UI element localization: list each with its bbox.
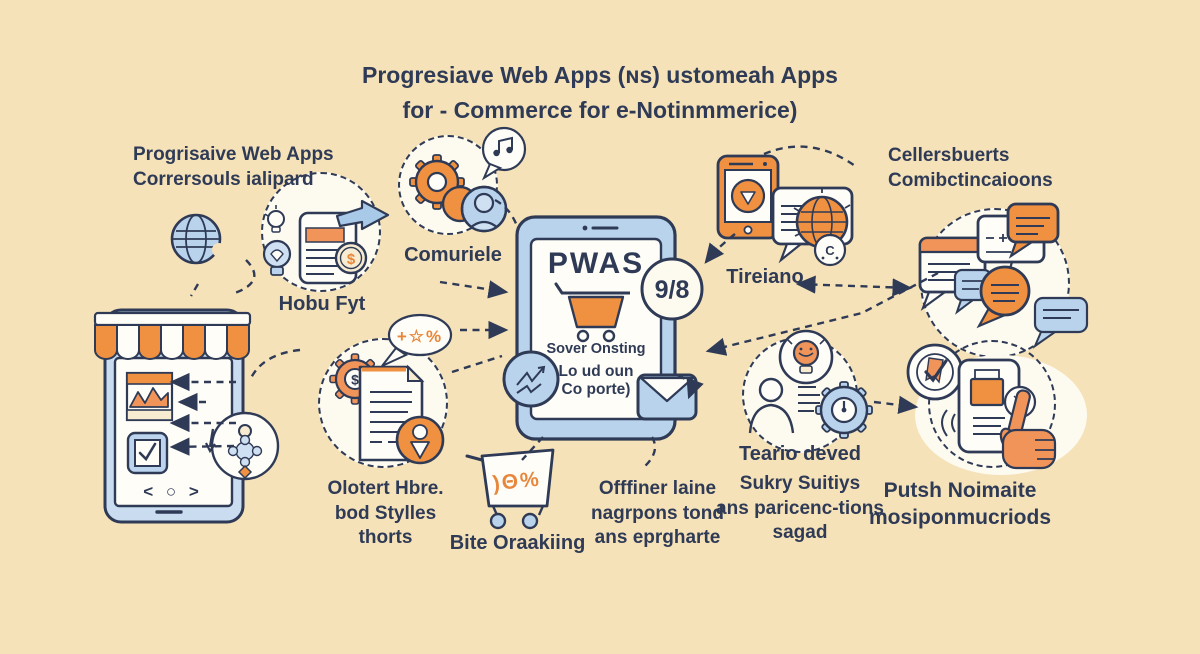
label-top-left: Progrisaive Web Apps Corrersouls ialipar… — [133, 144, 334, 190]
label-sukry: Sukry Suitiys ans paricenc-tions sagad — [716, 473, 884, 544]
svg-text:$: $ — [347, 251, 356, 268]
notification-phone-icon — [957, 358, 1021, 454]
pwa-tablet-icon: 9/8 — [502, 215, 704, 441]
gear-clock-icon — [815, 381, 873, 439]
cart-icon — [554, 282, 630, 343]
label-tireiano: Tireiano — [726, 266, 804, 288]
text-lines — [798, 386, 820, 412]
tablet-line3: Co porte) — [561, 381, 631, 398]
label-offliner: Offfiner laine nagrpons tond ans eprghar… — [591, 478, 724, 549]
download-phone-icon — [716, 154, 780, 240]
chat-bubble-blue-icon — [1032, 296, 1089, 349]
dollar-coin-icon: $ — [334, 241, 368, 275]
checkbox-icon — [126, 431, 169, 475]
phone-nav[interactable]: < ○ > — [143, 482, 203, 501]
badge-check-icon — [906, 343, 964, 401]
label-putsh: Putsh Noimaite mosiponmucriods — [868, 479, 1052, 530]
tap-hand-icon — [999, 385, 1057, 470]
globe-icon — [170, 213, 226, 265]
lightbulb-circle-icon — [778, 329, 834, 385]
idea-bulb-icon — [262, 239, 292, 276]
user-avatar-icon — [460, 185, 508, 233]
music-bubble-icon — [481, 126, 527, 181]
cart-promo-text: )Θ% — [492, 468, 542, 496]
tablet-line1: Sover Onsting — [546, 341, 646, 357]
score-badge: 9/8 — [640, 257, 704, 321]
label-bite: Bite Oraakiing — [449, 532, 586, 554]
label-top-right: Cellersbuerts Comibctincaioons — [888, 145, 1053, 191]
svg-text:C: C — [825, 243, 835, 258]
person-pin-icon — [395, 415, 445, 465]
page-title: Progresiave Web Apps (ɴs) ustomeah Apps … — [362, 62, 838, 123]
vibrate-waves-icon — [941, 409, 956, 437]
connector-globe-store — [231, 259, 256, 296]
label-hobu: Hobu Fyt — [278, 293, 366, 315]
putsh-circle — [928, 340, 1056, 468]
label-olotert: Olotert Hbre. bod Stylles thorts — [327, 478, 444, 549]
discount-cart-icon: )Θ% — [465, 448, 555, 530]
svg-text:$: $ — [351, 372, 359, 388]
chat-bubbles-icons — [918, 202, 1089, 349]
connector-awning-tick — [189, 283, 200, 297]
push-notification-icons — [906, 343, 1057, 470]
chat-bubble-orange-icon — [1006, 202, 1060, 259]
connector-comuriele-tablet — [439, 280, 509, 299]
svg-text:+☆%: +☆% — [397, 327, 443, 346]
label-comuriele: Comuriele — [404, 244, 502, 266]
promo-bubble-icon: +☆% — [381, 313, 453, 367]
teario-icons — [748, 329, 873, 439]
person-outline-icon — [748, 377, 795, 434]
tireiano-icons: C — [716, 154, 854, 267]
arrow-right-icon — [335, 199, 390, 231]
comuriele-icons — [409, 126, 527, 233]
tablet-app-title: PWAS — [547, 247, 645, 280]
globe-orange-icon — [793, 188, 851, 256]
tablet-line2: Lo ud oun — [558, 363, 634, 380]
lightbulb-icon — [264, 205, 285, 233]
hobu-icons: $ — [262, 199, 390, 285]
svg-text:9/8: 9/8 — [655, 276, 690, 304]
label-teario: Teario deved — [739, 443, 861, 465]
clock-c-icon: C — [813, 233, 847, 267]
storefront-phone-icon: < ○ > — [93, 308, 280, 524]
awning-icon — [93, 311, 252, 360]
documents-icons: +☆% $ — [329, 313, 453, 465]
chat-bubble-round-icon — [976, 265, 1031, 329]
chart-card-icon — [125, 371, 174, 422]
speed-icon — [502, 350, 560, 408]
